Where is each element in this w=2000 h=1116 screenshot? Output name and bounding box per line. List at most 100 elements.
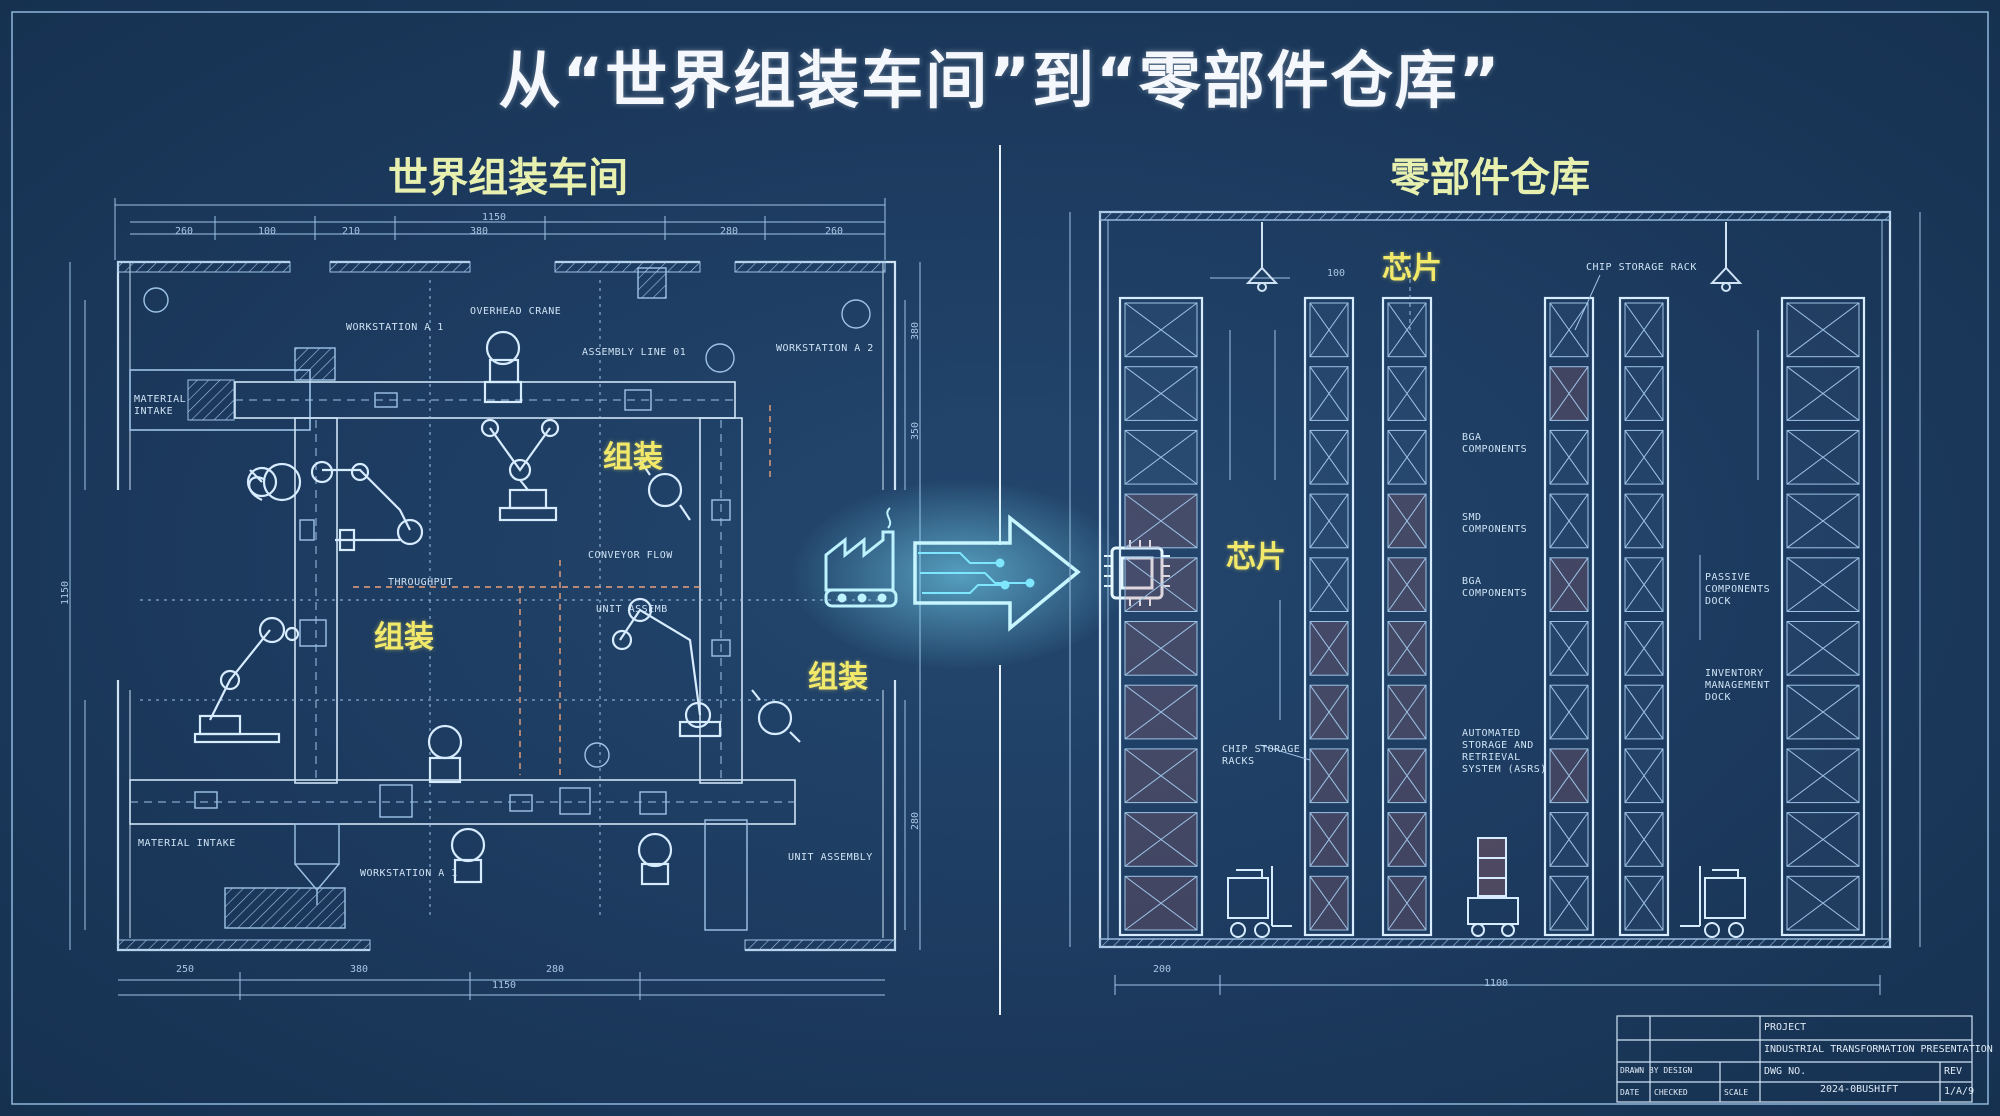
chip-label-1: 芯片 xyxy=(1382,251,1442,286)
dim-top-2: 100 xyxy=(258,226,277,237)
storage-racks xyxy=(1118,296,1866,937)
rack-brace xyxy=(1624,748,1664,803)
rack-brace xyxy=(1549,684,1589,740)
dim-bottom-1: 250 xyxy=(176,964,195,975)
dim-bottom-2: 380 xyxy=(350,964,369,975)
tb-project: INDUSTRIAL TRANSFORMATION PRESENTATION xyxy=(1764,1044,1993,1055)
dim-right-vert-1: 380 xyxy=(910,321,921,340)
rack-brace xyxy=(1309,876,1349,931)
rack-brace xyxy=(1124,557,1198,612)
rack-brace xyxy=(1124,429,1198,485)
dim-top-5: 280 xyxy=(720,226,739,237)
rack-brace xyxy=(1786,557,1860,612)
rack-brace xyxy=(1624,621,1664,676)
rack-brace xyxy=(1387,430,1427,485)
tb-scale: SCALE xyxy=(1724,1088,1749,1097)
rack-frame xyxy=(1381,296,1433,937)
note-automated: AUTOMATED STORAGE AND RETRIEVAL SYSTEM (… xyxy=(1462,728,1547,775)
left-panel-title: 世界组装车间 xyxy=(388,155,628,201)
tb-project-label: PROJECT xyxy=(1764,1022,1807,1033)
rack-brace xyxy=(1124,493,1198,549)
rack-brace xyxy=(1309,684,1349,740)
rack-brace xyxy=(1124,748,1198,804)
assembly-label-2: 组装 xyxy=(374,620,434,655)
note-chip-storage-rack: CHIP STORAGE RACK xyxy=(1586,262,1697,273)
robot-arms xyxy=(193,330,801,886)
chip-label-2: 芯片 xyxy=(1226,540,1286,575)
dim-top-total: 1150 xyxy=(482,212,507,223)
rack-brace xyxy=(1624,684,1664,740)
rack-brace xyxy=(1387,812,1427,867)
note-inventory: INVENTORY MANAGEMENT DOCK xyxy=(1705,668,1771,703)
rack-frame xyxy=(1118,296,1204,937)
robot-arm-icon xyxy=(480,330,560,522)
rack-brace xyxy=(1309,621,1349,676)
rack-brace xyxy=(1624,430,1664,485)
rack-column xyxy=(1780,296,1866,937)
note-unit-assemb: UNIT ASSEMB xyxy=(596,604,668,615)
rack-brace xyxy=(1624,493,1664,549)
rack-brace xyxy=(1549,557,1589,612)
rack-brace xyxy=(1124,302,1198,358)
rack-brace xyxy=(1624,876,1664,931)
tb-rev: 1/A/9 xyxy=(1944,1086,1975,1097)
note-bga-3: BGA COMPONENTS xyxy=(1462,576,1528,599)
dim-right-vert-2: 350 xyxy=(910,421,921,440)
outer-frame xyxy=(11,11,1989,1105)
rack-brace xyxy=(1549,493,1589,549)
note-workstation-b: WORKSTATION A 1 xyxy=(360,868,458,879)
rack-frame xyxy=(1618,296,1670,937)
circuit-arrow-icon xyxy=(913,514,1081,632)
rack-brace xyxy=(1124,684,1198,740)
note-unit-assembly: UNIT ASSEMBLY xyxy=(788,852,873,863)
rack-brace xyxy=(1387,366,1427,421)
note-passive: PASSIVE COMPONENTS DOCK xyxy=(1705,572,1771,607)
rack-brace xyxy=(1309,748,1349,803)
tb-checked: CHECKED xyxy=(1654,1088,1688,1097)
rack-brace xyxy=(1387,748,1427,803)
assembly-label-3: 组装 xyxy=(808,660,868,695)
dim-top-3: 210 xyxy=(342,226,361,237)
main-title: 从“世界组装车间”到“零部件仓库” xyxy=(498,44,1502,117)
rack-brace xyxy=(1387,302,1427,357)
right-panel-title: 零部件仓库 xyxy=(1390,155,1590,201)
factory-floor-plan xyxy=(69,198,921,1000)
note-overhead: OVERHEAD CRANE xyxy=(470,306,562,317)
factory-icon xyxy=(824,507,898,608)
rack-brace xyxy=(1309,812,1349,867)
rack-brace xyxy=(1549,812,1589,867)
rack-brace xyxy=(1124,875,1198,931)
tb-dwg-no: 2024-0BUSHIFT xyxy=(1820,1084,1899,1095)
rack-brace xyxy=(1549,621,1589,676)
rack-brace xyxy=(1549,366,1589,421)
rack-brace xyxy=(1549,748,1589,803)
dim-top-1: 260 xyxy=(175,226,194,237)
dim-rack-bottom-left: 200 xyxy=(1153,964,1172,975)
rack-brace xyxy=(1124,621,1198,676)
note-bga-1: BGA COMPONENTS xyxy=(1462,432,1528,455)
rack-brace xyxy=(1786,748,1860,804)
rack-brace xyxy=(1309,430,1349,485)
note-assembly-line: ASSEMBLY LINE 01 xyxy=(582,347,687,358)
warehouse-elevation xyxy=(1069,210,1921,995)
dim-top-4: 380 xyxy=(470,226,489,237)
tb-rev-label: REV xyxy=(1944,1066,1963,1077)
rack-brace xyxy=(1387,557,1427,612)
rack-brace xyxy=(1624,557,1664,612)
note-throughput: THROUGHPUT xyxy=(388,577,454,588)
rack-brace xyxy=(1387,493,1427,549)
rack-brace xyxy=(1387,876,1427,931)
rack-frame xyxy=(1543,296,1595,937)
rack-brace xyxy=(1549,302,1589,357)
rack-brace xyxy=(1786,621,1860,676)
rack-brace xyxy=(1786,812,1860,867)
rack-brace xyxy=(1549,430,1589,485)
rack-column xyxy=(1381,296,1433,937)
rack-brace xyxy=(1309,302,1349,357)
rack-brace xyxy=(1786,302,1860,358)
note-workstation-a2: WORKSTATION A 2 xyxy=(776,343,874,354)
rack-brace xyxy=(1786,493,1860,549)
dim-bottom-total: 1150 xyxy=(492,980,517,991)
